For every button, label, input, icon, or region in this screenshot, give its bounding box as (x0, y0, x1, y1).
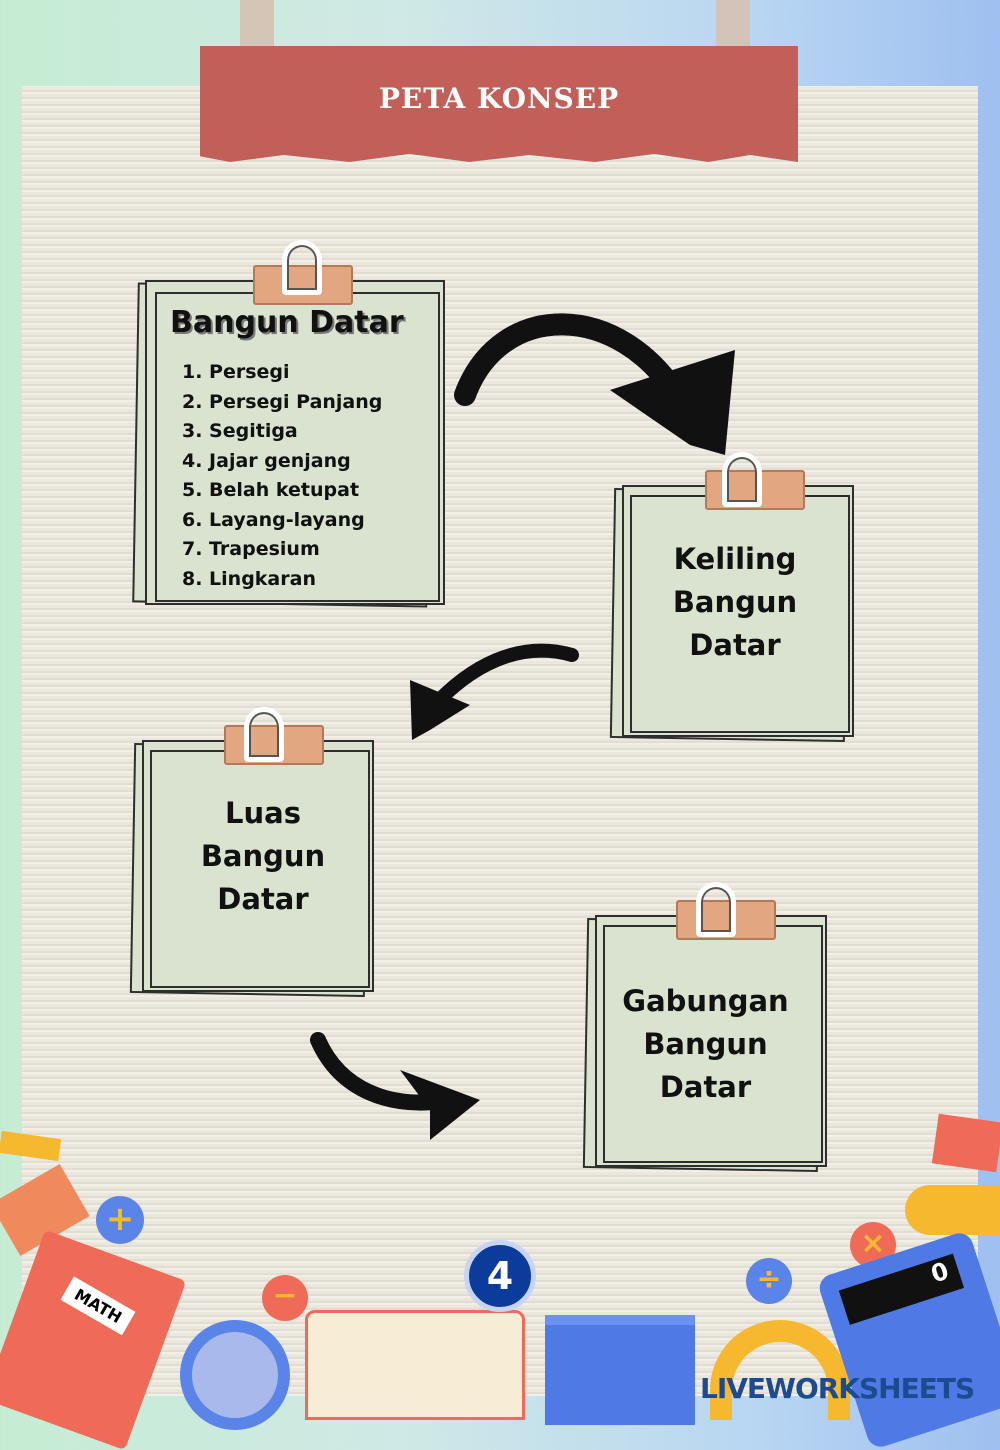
note-line: Keliling (673, 542, 797, 576)
list-item: 2. Persegi Panjang (182, 390, 383, 413)
watermark-logo: LIVEWORKSHEETS (700, 1372, 975, 1405)
note-line: Datar (659, 1070, 752, 1104)
list-item: 1. Persegi (182, 361, 290, 383)
note-line: Datar (217, 882, 309, 916)
list-item: 4. Jajar genjang (182, 449, 351, 472)
note-line: Bangun (643, 1027, 768, 1061)
list-item: 6. Layang-layang (182, 508, 365, 531)
list-item: 7. Trapesium (182, 538, 320, 560)
note-line: Datar (689, 628, 781, 662)
note-line: Gabungan (622, 984, 789, 1018)
title-banner (200, 46, 798, 162)
note-line: Luas (225, 796, 301, 830)
plus-icon: + (96, 1196, 144, 1244)
arrow-curved-right-icon (454, 313, 691, 411)
note-line: Bangun (672, 585, 798, 619)
list-item: 5. Belah ketupat (182, 479, 360, 501)
ruler-icon (905, 1185, 1000, 1235)
note-line: Bangun (200, 839, 326, 873)
shape-list: 1. Persegi 2. Persegi Panjang 3. Segitig… (182, 358, 382, 594)
note-title: Bangun Datar (170, 305, 404, 340)
eraser-icon (931, 1113, 1000, 1173)
notebook-label: MATH (60, 1276, 136, 1336)
open-book-icon (305, 1310, 525, 1420)
list-item: 3. Segitiga (182, 420, 298, 442)
list-item: 8. Lingkaran (182, 567, 316, 590)
page-number-badge: 4 (464, 1240, 536, 1312)
cube-icon (545, 1315, 695, 1425)
arrows (310, 313, 735, 1140)
minus-icon: − (262, 1275, 308, 1321)
divide-icon: ÷ (746, 1258, 792, 1304)
page-title: PETA KONSEP (378, 82, 620, 115)
